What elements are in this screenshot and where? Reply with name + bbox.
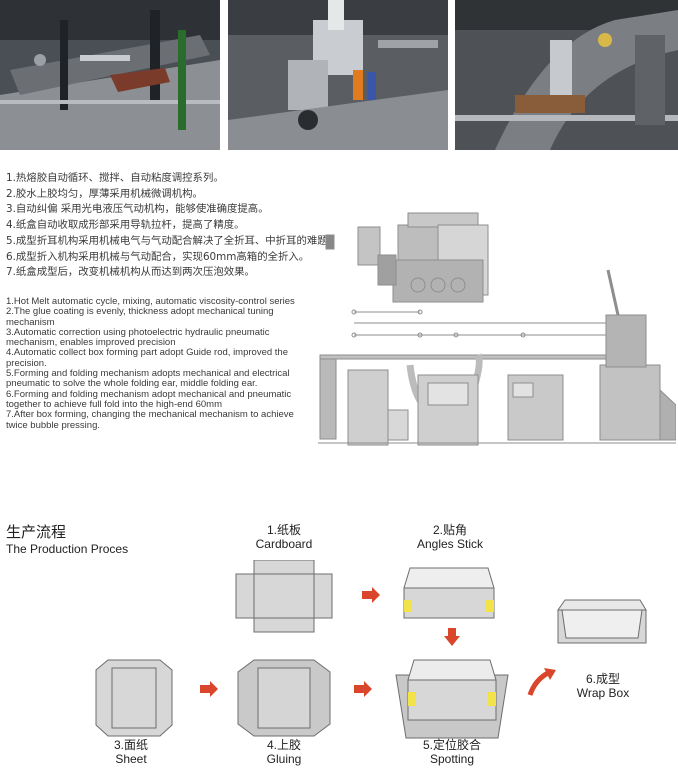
arrow-down-icon	[444, 628, 460, 646]
photo-machine-feeder	[0, 0, 220, 150]
feature-en-6: 6.Forming and folding mechanism adopt me…	[6, 388, 292, 410]
features-cn-list: 1.热熔胶自动循环、搅拌、自动粘度调控系列。 2.胶水上胶均匀，厚薄采用机械微调…	[6, 171, 339, 281]
feature-en-1: 1.Hot Melt automatic cycle, mixing, auto…	[6, 296, 295, 307]
angles-stick-illustration	[403, 567, 495, 619]
process-diagram	[0, 559, 678, 773]
feature-en-3: 3.Automatic correction using photoelectr…	[6, 326, 270, 349]
arrow-curve-icon	[527, 670, 550, 696]
feature-cn-3: 3.自动纠偏 采用光电液压气动机构，能够使准确度提高。	[6, 203, 269, 216]
feature-en-7: 7.After box forming, changing the mechan…	[6, 409, 294, 431]
feature-en-2: 2.The glue coating is evenly, thickness …	[6, 306, 274, 328]
spotting-illustration	[395, 659, 509, 739]
process-title-en: The Production Proces	[6, 542, 129, 556]
feature-cn-1: 1.热熔胶自动循环、搅拌、自动粘度调控系列。	[6, 172, 224, 184]
wrap-box-illustration	[557, 599, 647, 644]
feature-cn-2: 2.胶水上胶均匀，厚薄采用机械微调机构。	[6, 187, 203, 200]
features-en-list: 1.Hot Melt automatic cycle, mixing, auto…	[6, 296, 306, 431]
process-title-cn: 生产流程	[6, 523, 67, 541]
cardboard-illustration	[235, 559, 333, 633]
feature-cn-5: 5.成型折耳机构采用机械电气与气动配合解决了全折耳、中折耳的难题。	[6, 234, 339, 247]
photo-forming-unit	[455, 0, 678, 150]
arrow-right-icon	[362, 587, 380, 603]
gluing-illustration	[237, 659, 331, 737]
feature-en-5: 5.Forming and folding mechanism adopts m…	[6, 368, 290, 390]
feature-cn-6: 6.成型折入机构采用机械与气动配合，实现60mm高箱的全折入。	[6, 250, 310, 263]
arrow-right-icon	[200, 681, 218, 697]
photo-glue-unit	[228, 0, 448, 150]
feature-cn-7: 7.纸盒成型后，改变机械机构从而达到两次压泡效果。	[6, 266, 255, 279]
arrow-right-icon	[354, 681, 372, 697]
feature-en-4: 4.Automatic collect box forming part ado…	[6, 347, 288, 369]
feature-cn-4: 4.纸盒自动收取成形部采用导轨拉杆，提高了精度。	[6, 219, 245, 232]
machine-diagram	[318, 205, 677, 454]
sheet-illustration	[95, 659, 173, 737]
